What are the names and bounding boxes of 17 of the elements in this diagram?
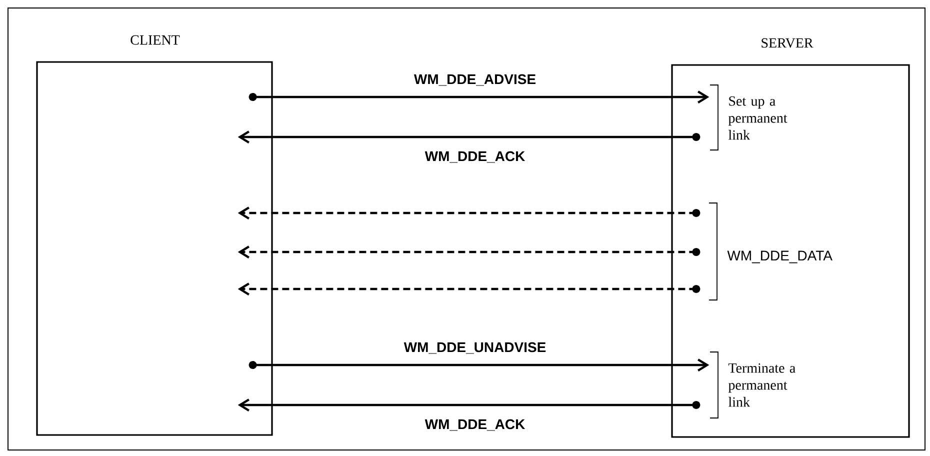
node-label: SERVER	[762, 38, 814, 48]
bracket-note: WM_DDE_DATA	[727, 250, 832, 264]
edge-label: WM_DDE_ACK	[424, 418, 526, 432]
bracket-note: Terminate a permanent link	[728, 363, 796, 407]
arrow	[238, 206, 700, 220]
arrow	[238, 282, 700, 296]
node-label: CLIENT	[130, 35, 180, 45]
arrow	[238, 130, 700, 144]
edge-label: WM_DDE_ACK	[424, 150, 526, 164]
edge-label: WM_DDE_ADVISE	[412, 73, 538, 87]
arrow	[238, 246, 700, 258]
arrow	[248, 358, 710, 372]
edge-label: WM_DDE_UNADVISE	[402, 341, 548, 355]
party-box: CLIENT	[36, 35, 273, 436]
arrow	[248, 90, 710, 104]
arrow	[238, 398, 700, 412]
bracket-note: Set up a permanent link	[728, 96, 788, 140]
